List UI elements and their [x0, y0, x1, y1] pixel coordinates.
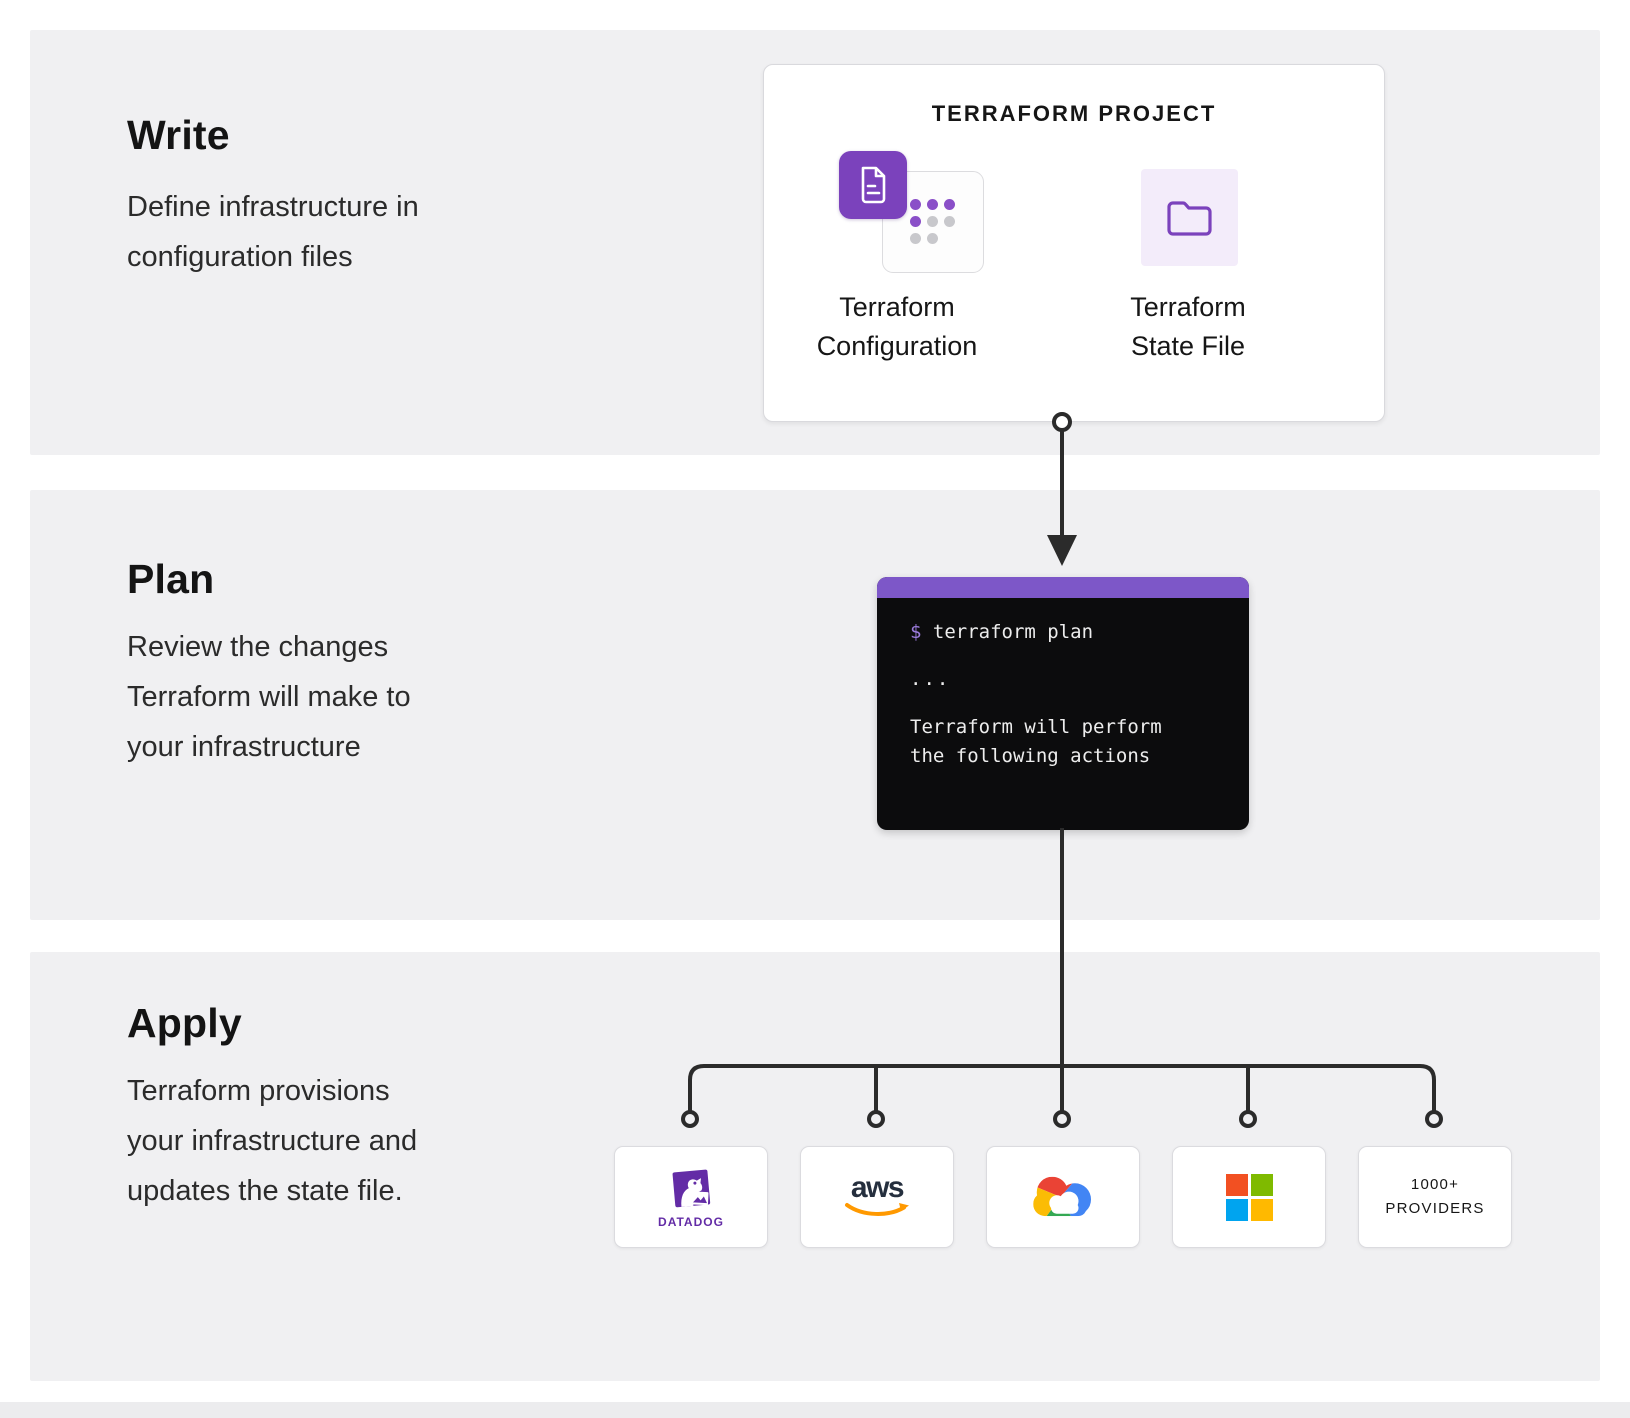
apply-description-line: updates the state file.	[127, 1175, 403, 1207]
terminal-window: $ terraform plan ... Terraform will perf…	[877, 577, 1249, 830]
terminal-prompt: $	[910, 621, 922, 643]
provider-card-google-cloud	[986, 1146, 1140, 1248]
terraform-configuration-label: Terraform Configuration	[816, 292, 978, 361]
bottom-strip	[0, 1402, 1630, 1418]
plan-section-band	[30, 490, 1600, 920]
microsoft-logo-icon	[1225, 1173, 1273, 1221]
provider-card-datadog: DATADOG	[614, 1146, 768, 1248]
apply-description-line: Terraform provisions	[127, 1075, 390, 1107]
folder-icon	[1167, 201, 1212, 236]
aws-logo-text: aws	[850, 1171, 905, 1204]
terraform-state-file-label: Terraform State File	[1130, 292, 1246, 361]
terraform-project-card: TERRAFORM PROJECT	[763, 64, 1385, 422]
plan-description-line: Terraform will make to	[127, 681, 411, 713]
terminal-titlebar	[877, 577, 1249, 598]
plan-description-line: Review the changes	[127, 631, 389, 663]
write-description-line: Define infrastructure in	[127, 191, 419, 223]
terraform-state-file-icon	[1141, 169, 1238, 266]
write-heading: Write	[127, 112, 230, 158]
terminal-command: terraform plan	[921, 621, 1094, 643]
google-cloud-logo-icon	[1033, 1176, 1092, 1217]
apply-description-line: your infrastructure and	[127, 1125, 418, 1157]
terraform-configuration-icon	[839, 151, 907, 219]
write-description-line: configuration files	[127, 241, 353, 273]
terminal-command-line: $ terraform plan	[910, 621, 1231, 643]
apply-heading: Apply	[127, 1000, 242, 1046]
datadog-label: DATADOG	[658, 1214, 724, 1229]
terminal-output: Terraform will perform the following act…	[910, 716, 1162, 767]
write-description: Define infrastructure in configuration f…	[127, 182, 419, 282]
plan-description-line: your infrastructure	[127, 731, 361, 763]
provider-card-microsoft	[1172, 1146, 1326, 1248]
terraform-project-title: TERRAFORM PROJECT	[931, 101, 1217, 126]
terminal-body: $ terraform plan ... Terraform will perf…	[877, 598, 1249, 771]
terminal-ellipsis: ...	[910, 668, 951, 690]
aws-smile-icon	[845, 1203, 909, 1216]
provider-card-aws: aws	[800, 1146, 954, 1248]
providers-count-label: 1000+ PROVIDERS	[1385, 1176, 1485, 1217]
document-icon	[861, 166, 886, 204]
datadog-logo-icon	[672, 1169, 711, 1207]
plan-description: Review the changes Terraform will make t…	[127, 622, 411, 772]
plan-heading: Plan	[127, 556, 215, 602]
apply-description: Terraform provisions your infrastructure…	[127, 1066, 417, 1216]
provider-card-1000-plus: 1000+ PROVIDERS	[1358, 1146, 1512, 1248]
